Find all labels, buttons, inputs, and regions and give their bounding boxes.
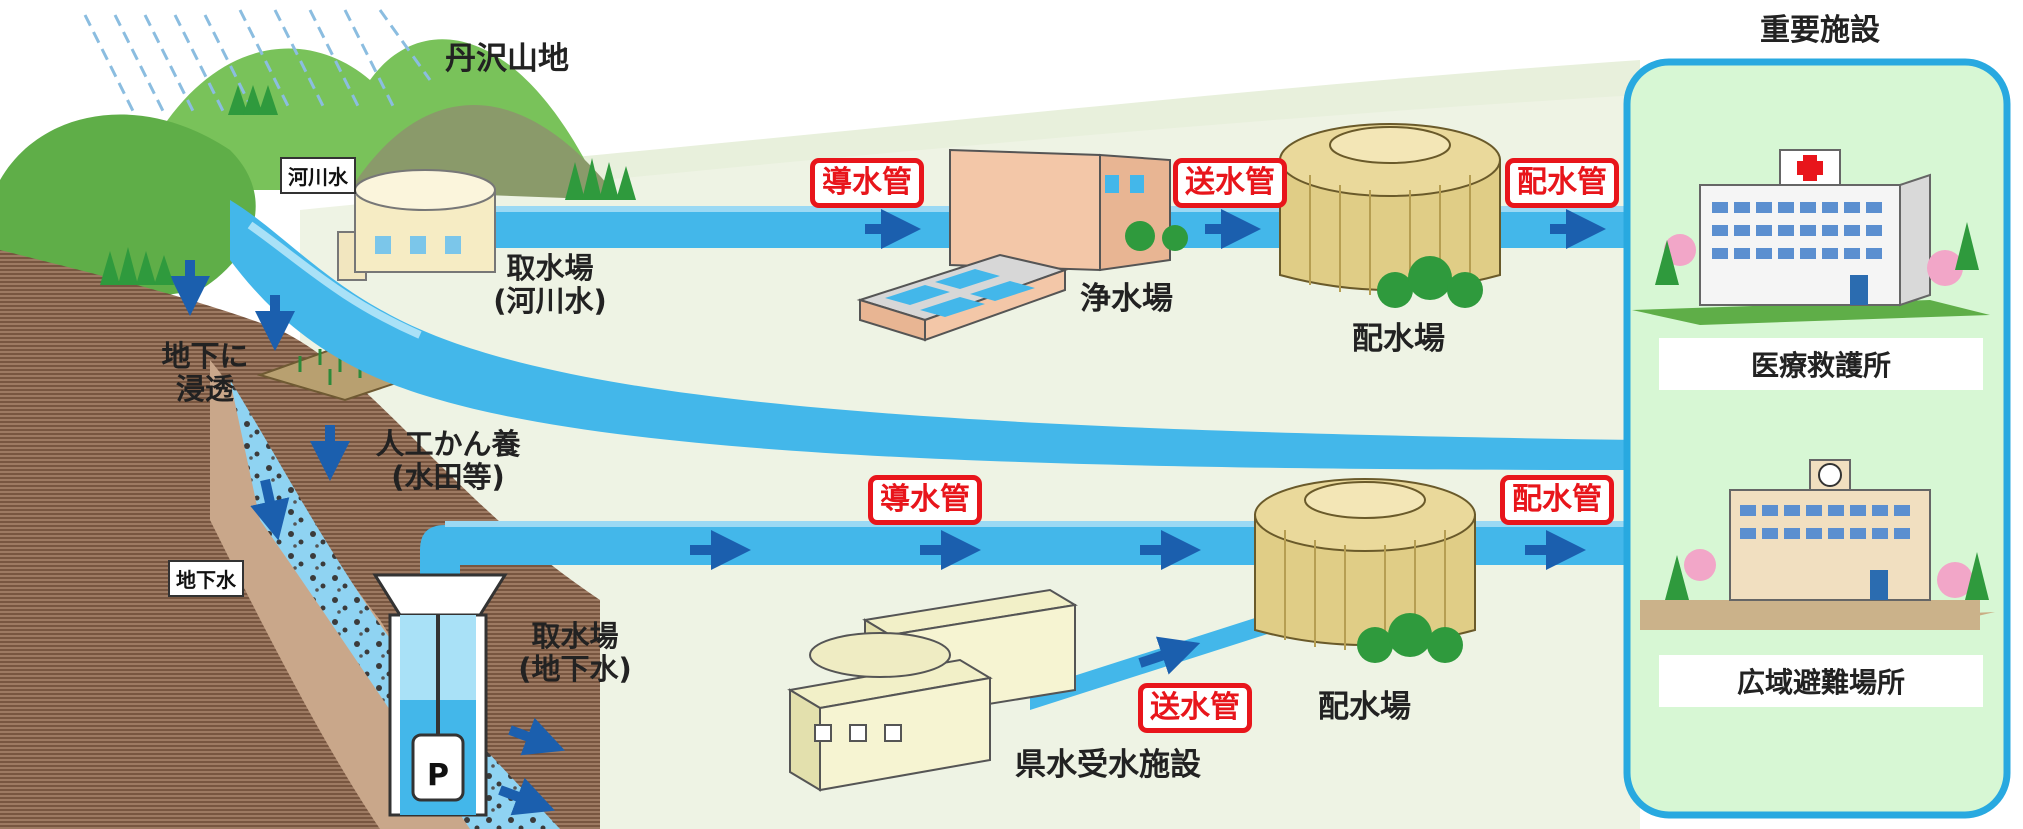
- lower-distribution-pipe-tag: 配水管: [1500, 475, 1614, 525]
- important-facilities-title: 重要施設: [1760, 13, 1880, 48]
- upper-conveyance-pipe-tag: 導水管: [810, 158, 924, 208]
- infiltration-label: 地下に 浸透: [161, 339, 249, 407]
- distribution-lower-label: 配水場: [1318, 689, 1411, 725]
- prefectural-receiving-label: 県水受水施設: [1015, 747, 1201, 783]
- river: [230, 200, 1640, 470]
- distribution-reservoir-upper-icon: [1279, 123, 1501, 295]
- river-intake-label: 取水場 (河川水): [493, 251, 607, 319]
- evacuation-site-label: 広域避難場所: [1659, 655, 1983, 707]
- pump-label: P: [427, 758, 449, 793]
- distribution-upper-label: 配水場: [1352, 321, 1445, 357]
- river-water-tag: 河川水: [280, 157, 356, 194]
- well-pump-icon: [372, 573, 508, 817]
- purification-plant-label: 浄水場: [1080, 281, 1173, 317]
- hospital-icon: [1632, 149, 1990, 325]
- lower-transmission-pipe-tag: 送水管: [1138, 683, 1252, 733]
- lower-conveyance-pipe-tag: 導水管: [868, 475, 982, 525]
- rain-icon: [83, 9, 432, 116]
- mountain-label: 丹沢山地: [445, 41, 569, 77]
- groundwater-intake-label: 取水場 (地下水): [518, 619, 632, 687]
- flow-arrows: [170, 209, 1606, 816]
- groundwater-tag: 地下水: [168, 560, 244, 597]
- upper-distribution-pipe-tag: 配水管: [1505, 158, 1619, 208]
- upper-transmission-pipe-tag: 送水管: [1173, 158, 1287, 208]
- prefectural-receiving-facility-icon: [787, 588, 1078, 792]
- school-evacuation-icon: [1640, 459, 1995, 630]
- distribution-reservoir-lower-icon: [1254, 478, 1476, 650]
- trees-icon: [100, 85, 1483, 663]
- recharge-label: 人工かん養 (水田等): [375, 427, 521, 495]
- medical-aid-station-label: 医療救護所: [1659, 338, 1983, 390]
- river-intake-building-icon: [337, 169, 496, 281]
